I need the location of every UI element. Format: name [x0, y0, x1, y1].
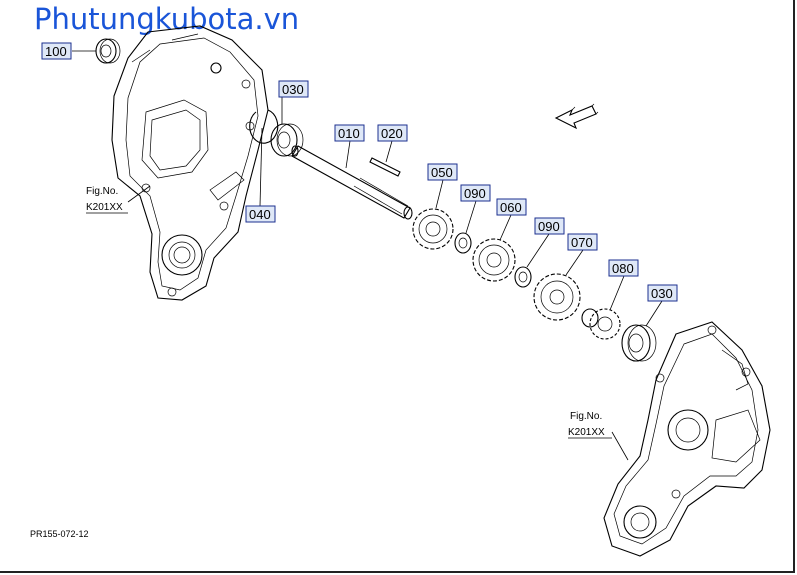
sprocket-070 [533, 273, 581, 321]
key-020 [369, 157, 401, 177]
sprocket-060 [472, 238, 516, 282]
svg-text:Fig.No.: Fig.No. [86, 186, 118, 197]
fig-ref-right: Fig.No. K201XX [568, 411, 612, 439]
sprocket-050 [412, 208, 454, 250]
svg-text:050: 050 [431, 165, 453, 180]
callout-080: 080 [608, 259, 639, 277]
svg-text:070: 070 [571, 235, 593, 250]
right-gearbox-case [603, 321, 771, 557]
gear-080 [581, 308, 621, 340]
svg-text:030: 030 [282, 82, 304, 97]
svg-text:090: 090 [464, 186, 486, 201]
svg-text:K201XX: K201XX [86, 202, 123, 213]
callout-100: 100 [41, 42, 72, 60]
shaft-010 [291, 145, 413, 220]
callout-070: 070 [567, 233, 598, 251]
svg-text:090: 090 [538, 219, 560, 234]
fig-ref-left: Fig.No. K201XX [86, 186, 128, 214]
callout-050: 050 [427, 163, 458, 181]
callout-090-b: 090 [534, 217, 565, 235]
callout-020: 020 [377, 124, 408, 142]
bearing-030-lower [621, 324, 657, 362]
svg-text:100: 100 [45, 44, 67, 59]
svg-text:080: 080 [612, 261, 634, 276]
collar-090-a [454, 232, 472, 254]
callout-060: 060 [496, 198, 527, 216]
svg-text:Fig.No.: Fig.No. [570, 411, 602, 422]
svg-text:040: 040 [249, 207, 271, 222]
svg-text:060: 060 [500, 200, 522, 215]
svg-text:030: 030 [651, 286, 673, 301]
bearing-030-upper [270, 123, 304, 157]
direction-arrow-icon [554, 103, 599, 130]
svg-text:010: 010 [338, 126, 360, 141]
collar-090-b [514, 266, 532, 288]
callout-040: 040 [245, 205, 276, 223]
left-gearbox-case [111, 25, 269, 301]
diagram-reference-code: PR155-072-12 [30, 529, 89, 539]
leader-lines [72, 50, 663, 461]
callout-030-lower: 030 [647, 284, 678, 302]
callout-090-a: 090 [460, 184, 491, 202]
oil-seal-100 [95, 38, 121, 64]
svg-text:K201XX: K201XX [568, 427, 605, 438]
circlip-040 [249, 109, 279, 144]
callout-030-upper: 030 [278, 80, 309, 98]
svg-text:020: 020 [381, 126, 403, 141]
callout-010: 010 [334, 124, 365, 142]
